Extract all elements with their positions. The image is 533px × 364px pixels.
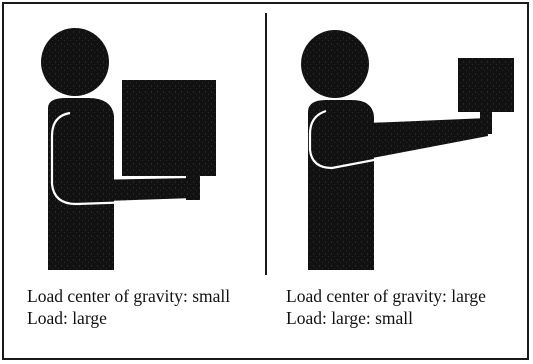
left-caption-line2: Load: large — [27, 307, 230, 329]
person-holding-small-box-extended-illustration — [282, 12, 520, 277]
figure-close-load — [18, 12, 248, 277]
small-box — [458, 58, 514, 112]
panel-divider — [265, 13, 267, 275]
head — [41, 28, 109, 96]
person-holding-large-box-illustration — [18, 12, 248, 277]
left-caption-line1: Load center of gravity: small — [27, 285, 230, 307]
right-caption: Load center of gravity: large Load: larg… — [286, 285, 486, 329]
head — [301, 30, 369, 98]
hand — [186, 176, 200, 200]
arm — [312, 112, 488, 166]
right-caption-line1: Load center of gravity: large — [286, 285, 486, 307]
figure-extended-load — [282, 12, 520, 277]
left-caption: Load center of gravity: small Load: larg… — [27, 285, 230, 329]
right-caption-line2: Load: large: small — [286, 307, 486, 329]
hand — [480, 112, 492, 134]
large-box — [122, 80, 216, 176]
